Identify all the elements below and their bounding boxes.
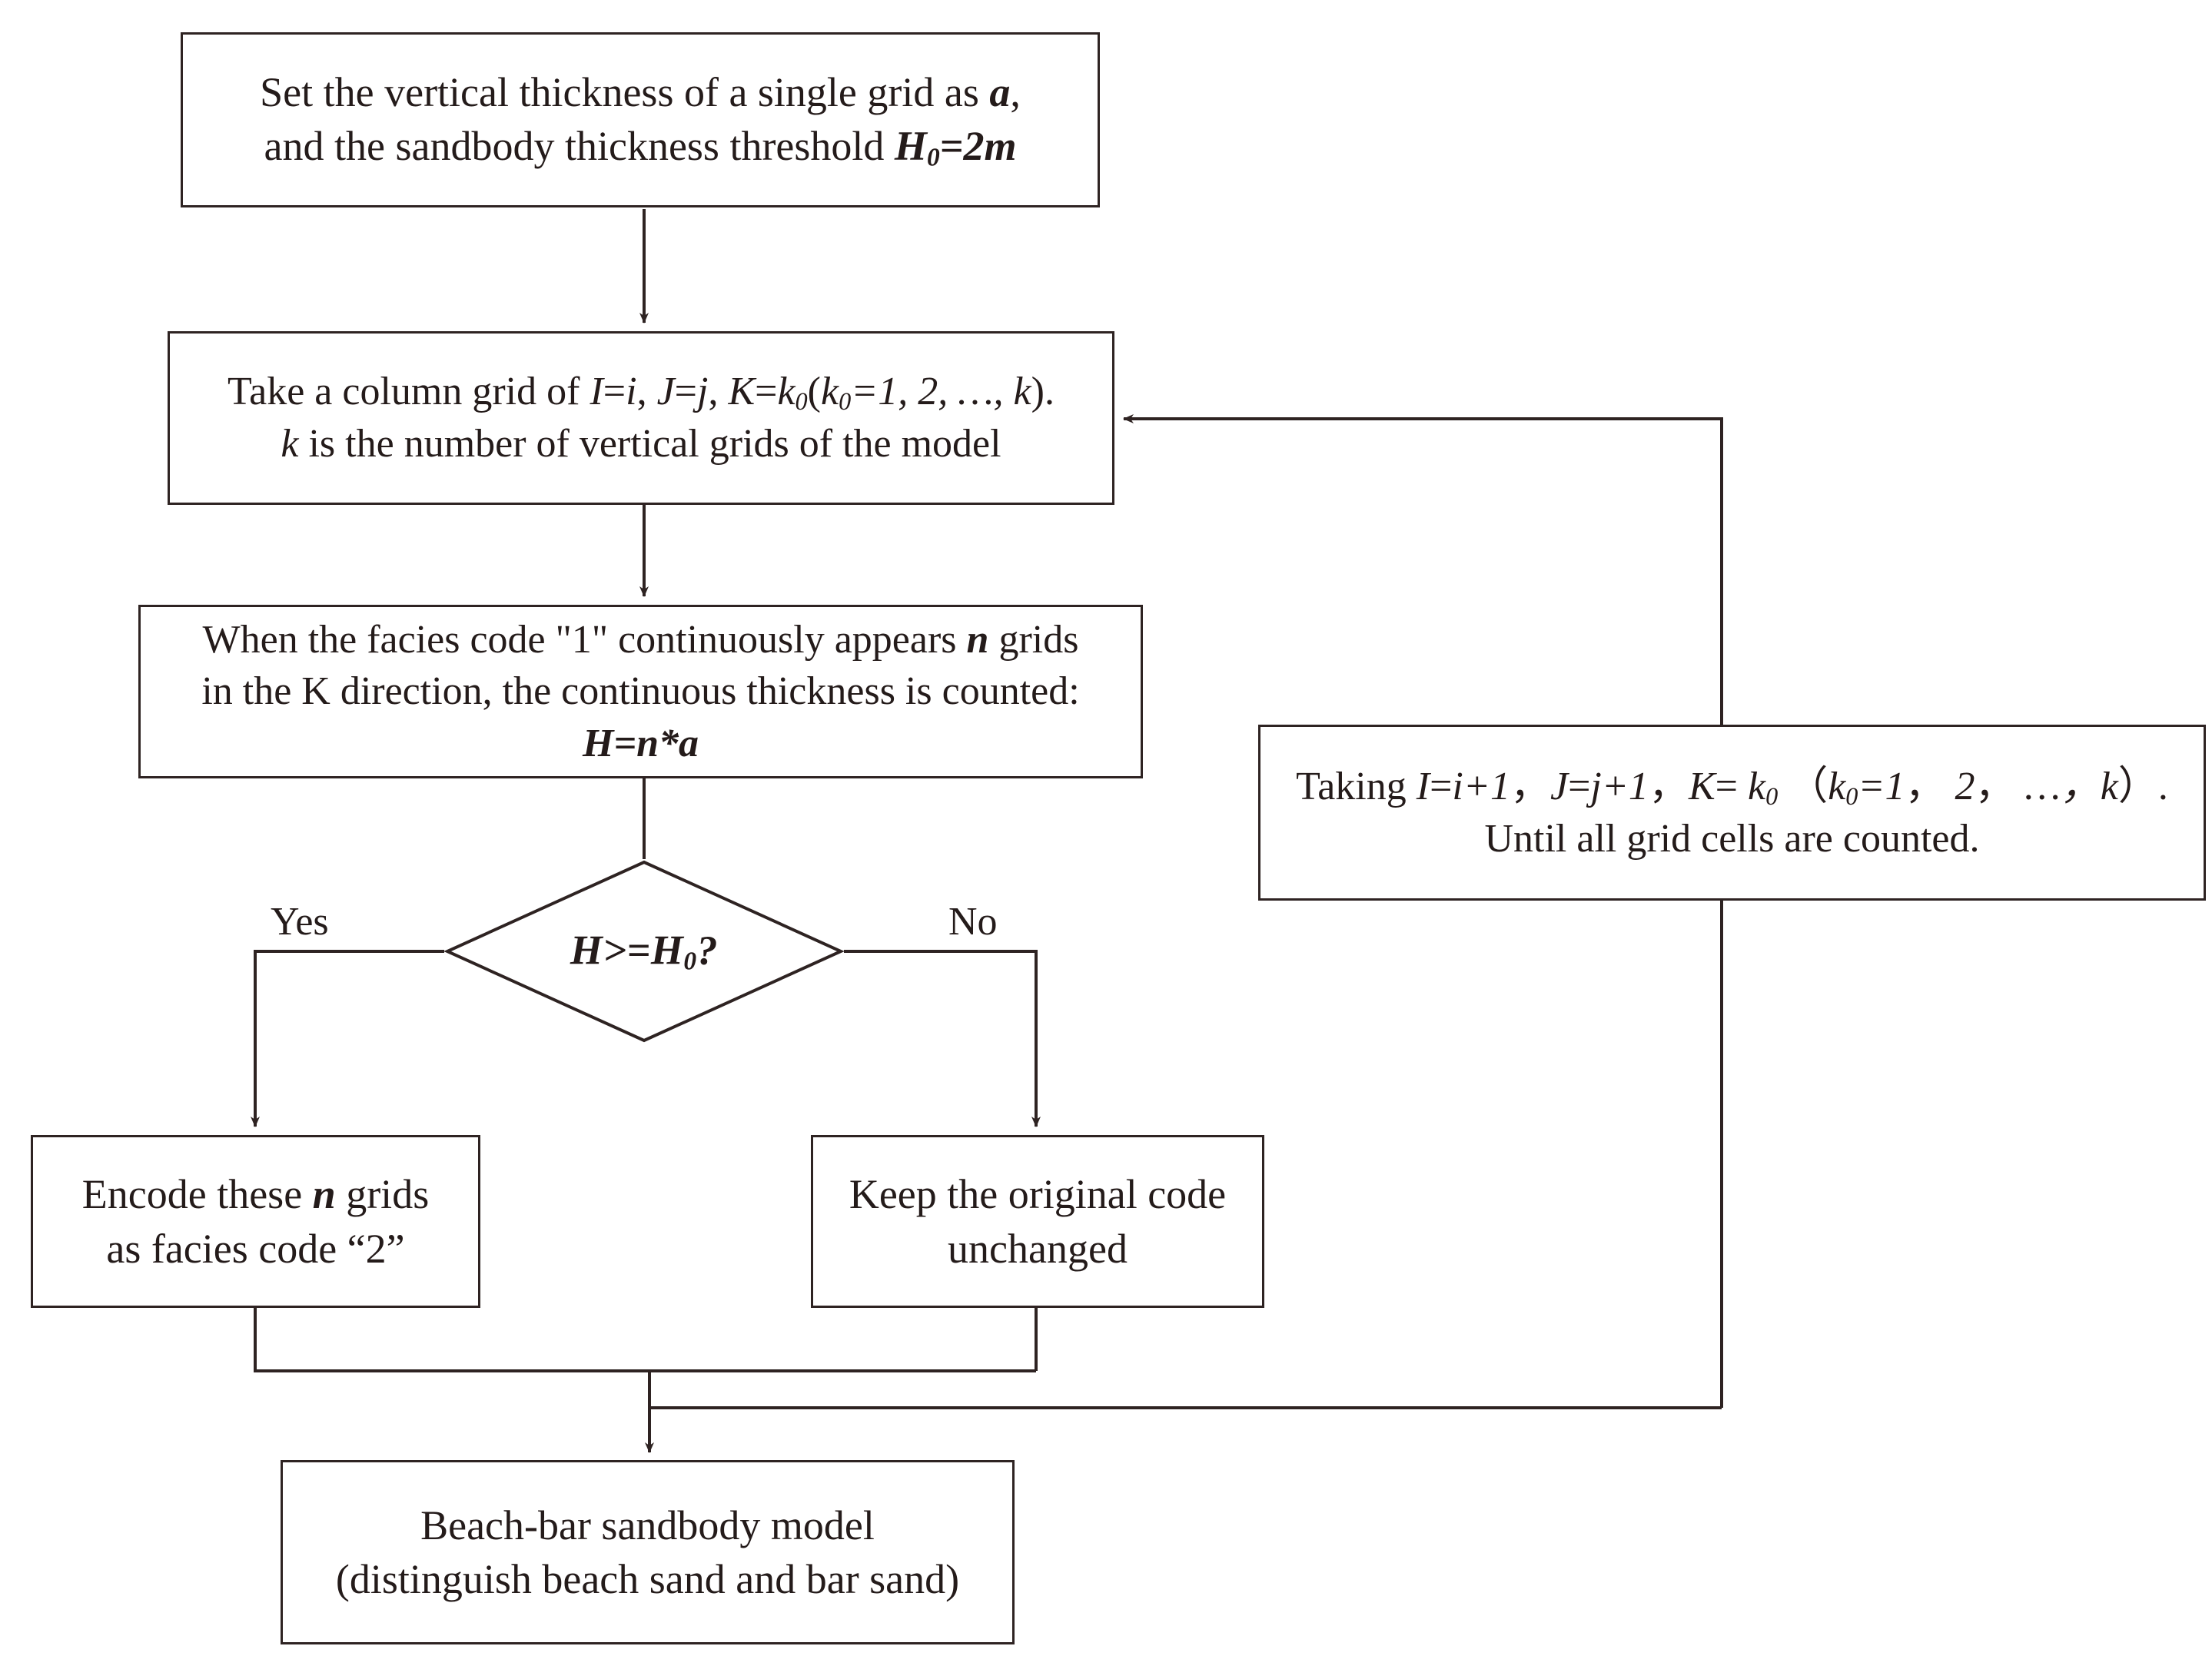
node-keep-original-code-text: Keep the original code unchanged: [849, 1171, 1227, 1272]
start-line1-prefix: Set the vertical thickness of a single g…: [260, 68, 990, 115]
start-line1-tail: ,: [1010, 68, 1021, 115]
edge-label-yes: Yes: [271, 900, 329, 944]
edge-label-no: No: [948, 900, 998, 944]
start-var-a: a: [989, 68, 1011, 115]
encode-var-n: n: [312, 1171, 336, 1218]
node-increment-indices-text: Taking I=i+1，J=j+1，K= k0 （k0=1， 2， …，k）.…: [1296, 764, 2168, 861]
node-encode-facies-2-text: Encode these n grids as facies code “2”: [81, 1171, 430, 1272]
node-set-parameters[interactable]: Set the vertical thickness of a single g…: [181, 32, 1100, 207]
decision-diamond-shape: [443, 860, 845, 1043]
node-take-column-grid-text: Take a column grid of I=i, J=j, K=k0(k0=…: [228, 370, 1055, 466]
edge-decision-yes: [251, 950, 444, 1127]
node-increment-indices[interactable]: Taking I=i+1，J=j+1，K= k0 （k0=1， 2， …，k）.…: [1258, 725, 2206, 901]
node-beach-bar-sandbody-model[interactable]: Beach-bar sandbody model (distinguish be…: [281, 1460, 1015, 1644]
edge-taking-to-take-column: [1123, 414, 1723, 725]
edge-decision-no: [844, 950, 1041, 1127]
node-take-column-grid[interactable]: Take a column grid of I=i, J=j, K=k0(k0=…: [168, 331, 1114, 505]
count-var-n: n: [966, 617, 989, 662]
node-encode-facies-2[interactable]: Encode these n grids as facies code “2”: [31, 1135, 480, 1308]
node-count-continuous-thickness-text: When the facies code "1" continuously ap…: [201, 617, 1080, 765]
start-var-h0: H0=2m: [894, 123, 1017, 172]
node-keep-original-code[interactable]: Keep the original code unchanged: [811, 1135, 1264, 1308]
start-line2-prefix: and the sandbody thickness threshold: [264, 123, 895, 170]
node-count-continuous-thickness[interactable]: When the facies code "1" continuously ap…: [138, 605, 1143, 778]
node-beach-bar-sandbody-model-text: Beach-bar sandbody model (distinguish be…: [335, 1502, 960, 1602]
node-decision-threshold[interactable]: H>=H0?: [443, 859, 845, 1044]
node-set-parameters-text: Set the vertical thickness of a single g…: [252, 65, 1028, 174]
count-formula: H=n*a: [582, 721, 699, 765]
decision-label: H>=H0?: [570, 927, 719, 976]
edge-encode-to-merge: [254, 1308, 1036, 1372]
